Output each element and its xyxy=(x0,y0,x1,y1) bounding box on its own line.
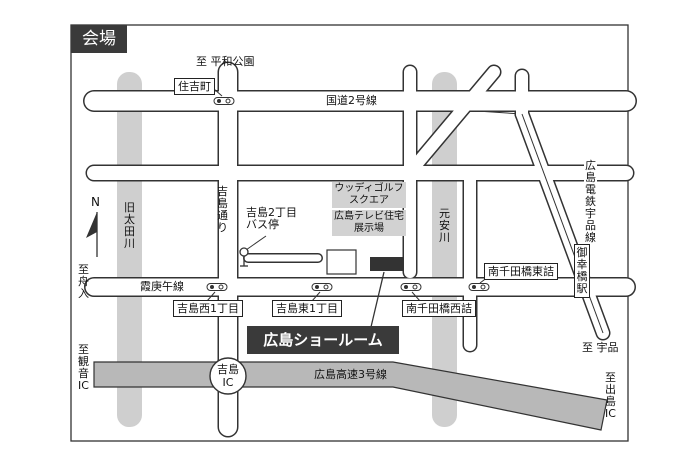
showroom-callout: 広島ショールーム xyxy=(247,326,399,354)
label-kyu-ota-river: 旧太田川 xyxy=(124,201,135,250)
sign-minamisendabashi-nishizume: 南千田橋西詰 xyxy=(402,300,476,317)
north-arrow-icon xyxy=(86,212,98,257)
woody-golf-square: ウッディゴルフスクエア xyxy=(332,182,406,208)
kyu-ota-river-band xyxy=(117,72,142,427)
section-title: 会場 xyxy=(71,25,127,53)
label-hiroden-ujina-line: 広島電鉄宇品線 xyxy=(584,159,597,244)
label-yoshijima-ic-bottom: IC xyxy=(222,376,234,389)
label-yoshijima-ic-top: 吉島 xyxy=(217,363,239,376)
north-label: N xyxy=(91,195,100,209)
sign-sumiyoshicho: 住吉町 xyxy=(174,78,215,95)
label-to-deshima-ic: 至出島IC xyxy=(605,371,616,420)
signal-icons xyxy=(206,97,490,291)
sign-yoshijima-nishi-1: 吉島西1丁目 xyxy=(173,300,243,317)
sign-miyukibashi-station: 御幸橋駅 xyxy=(574,244,590,298)
label-kasho-line: 霞庚午線 xyxy=(140,280,184,293)
bus-stop-icon xyxy=(239,235,267,267)
label-bus-stop: 吉島2丁目バス停 xyxy=(246,206,297,232)
yoshijima-ic-marker xyxy=(209,357,247,395)
moto-yasu-river-band xyxy=(432,72,457,427)
label-to-ujina: 至 宇品 xyxy=(582,341,619,354)
showroom-marker xyxy=(370,257,404,271)
sign-minamisendabashi-higashizume: 南千田橋東詰 xyxy=(484,263,558,280)
label-to-funairi: 至舟入 xyxy=(78,263,89,300)
sign-yoshijima-higashi-1: 吉島東1丁目 xyxy=(272,300,342,317)
label-to-kannon-ic: 至観音IC xyxy=(78,343,89,392)
label-yoshijima-dori: 吉島通り xyxy=(217,185,228,234)
label-expressway-3: 広島高速3号線 xyxy=(314,368,387,381)
label-to-heiwa-park: 至 平和公園 xyxy=(196,55,255,68)
tv-housing-exhibition: 広島テレビ住宅展示場 xyxy=(332,210,406,236)
label-national-route-2: 国道2号線 xyxy=(326,94,377,107)
label-moto-yasu-river: 元安川 xyxy=(439,207,450,244)
